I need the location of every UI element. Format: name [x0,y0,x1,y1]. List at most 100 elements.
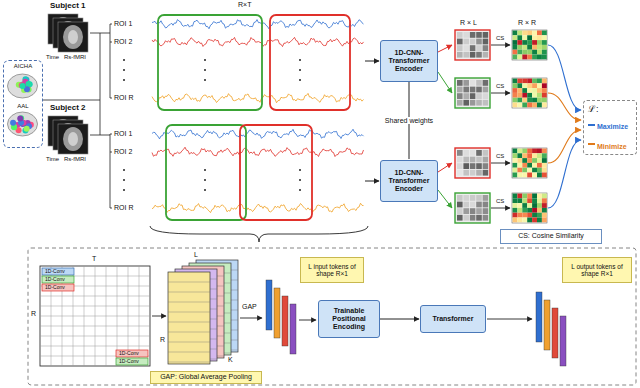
matrix-cell [476,39,482,45]
heatmap-cell [532,45,537,50]
cs-arrow [491,93,510,94]
matrix-cell [483,195,489,201]
heatmap-cell [513,45,518,50]
output-token [544,300,550,350]
heatmap-cell [522,40,527,45]
heatmap-cell [532,218,537,223]
flow-arrow [152,316,166,317]
heatmap-cell [537,31,542,36]
matrix-cell [483,170,489,176]
heatmap-cell [522,103,527,108]
heatmap-cell [527,55,532,60]
similarity-heatmap [512,193,547,223]
heatmap-cell [522,31,527,36]
diagram-label: Rs-fMRI [64,156,86,163]
heatmap-cell [513,93,518,98]
atlas-brain [8,112,38,136]
matrix-cell [470,208,476,214]
matrix-cell [476,215,482,221]
zoom-brace [150,226,368,242]
matrix-cell [457,215,463,221]
heatmap-cell [517,35,522,40]
heatmap-cell [537,103,542,108]
heatmap-cell [527,208,532,213]
heatmap-cell [517,93,522,98]
heatmap-cell [532,103,537,108]
ellipsis-dot [204,189,206,191]
heatmap-cell [517,173,522,178]
heatmap-cell [517,163,522,168]
heatmap-cell [513,158,518,163]
heatmap-cell [532,173,537,178]
diagram-label: R [160,336,165,344]
diagram-label: T [92,255,96,263]
ellipsis-dot [299,69,301,71]
similarity-heatmap [512,30,547,60]
heatmap-cell [542,98,547,103]
diagram-label: CS [496,83,504,90]
matrix-cell [463,157,469,163]
matrix-cell [476,52,482,58]
heatmap-cell [513,88,518,93]
feature-map [168,272,210,364]
node-label: ROI R [114,94,133,102]
heatmap-cell [527,35,532,40]
heatmap-cell [513,163,518,168]
heatmap-cell [522,45,527,50]
matrix-cell [476,100,482,106]
fmri-brain-core [68,30,78,44]
heatmap-cell [532,88,537,93]
node-label: ROI R [114,204,133,212]
heatmap-cell [542,163,547,168]
heatmap-cell [517,31,522,36]
atlas-region [10,120,16,126]
heatmap-cell [542,203,547,208]
embedding-arrow [438,163,452,172]
time-window [158,15,262,110]
ellipsis-dot [123,69,125,71]
atlas-region [20,83,26,89]
heatmap-cell [513,103,518,108]
loss-arrow [548,45,581,110]
heatmap-cell [517,203,522,208]
matrix-cell [476,208,482,214]
node-label: ROI 2 [114,38,132,46]
atlas-region [19,83,25,89]
atlas-region [19,82,25,88]
matrix-cell [457,150,463,156]
heatmap-cell [527,93,532,98]
heatmap-cell [527,149,532,154]
heatmap-cell [532,198,537,203]
matrix-cell [470,32,476,38]
matrix-cell [476,87,482,93]
heatmap-cell [513,194,518,199]
conv-kernel [42,276,74,283]
matrix-cell [483,100,489,106]
grid-line [40,336,150,337]
heatmap-cell [513,173,518,178]
grid-line [40,296,150,297]
node-label: AICHA [4,63,42,70]
heatmap-cell [517,83,522,88]
diagram-label: 1D-Conv [119,351,139,357]
heatmap-cell [542,198,547,203]
matrix-cell [457,87,463,93]
heatmap-cell [513,40,518,45]
ellipsis-dot [204,169,206,171]
ellipsis-dot [123,79,125,81]
similarity-heatmap [512,148,547,178]
matrix-cell [463,52,469,58]
grid-line [168,342,210,343]
ellipsis-dot [299,79,301,81]
heatmap-cell [513,153,518,158]
heatmap-cell [527,45,532,50]
diagram-label: GAP [242,303,257,311]
output-token [536,292,542,342]
heatmap-cell [522,218,527,223]
conv-kernel [116,350,148,357]
heatmap-cell [522,153,527,158]
node-text: L input tokens of shape R×1 [304,263,360,278]
heatmap-cell [517,218,522,223]
grid-line [168,292,210,293]
input-token [274,288,280,338]
